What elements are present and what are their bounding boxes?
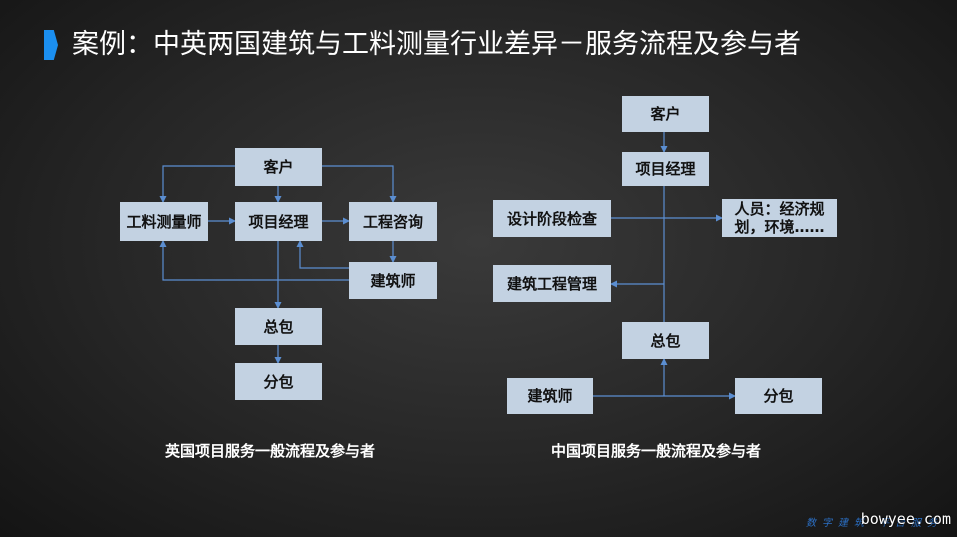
uk-architect-box: 建筑师	[349, 262, 437, 299]
footer-slogan: 数字建筑 平台服务	[806, 518, 944, 529]
cn-pm-box: 项目经理	[622, 152, 709, 186]
uk-line-architect-pm	[296, 240, 349, 269]
cn-staff-box: 人员：经济规划，环境……	[722, 199, 837, 237]
watermark: bowyee.com	[860, 510, 951, 528]
cn-sub-contractor-box: 分包	[735, 378, 822, 414]
cn-main-contractor-box: 总包	[622, 322, 709, 359]
uk-sub-contractor-box: 分包	[235, 363, 322, 400]
uk-client-box: 客户	[235, 148, 322, 186]
uk-line-client-qs	[159, 162, 241, 203]
uk-qs-box: 工料测量师	[120, 202, 208, 241]
uk-line-architect-qs	[159, 240, 349, 281]
uk-diagram-caption: 英国项目服务一般流程及参与者	[165, 442, 376, 460]
uk-main-contractor-box: 总包	[235, 308, 322, 345]
cn-client-box: 客户	[622, 96, 709, 132]
cn-architect-box: 建筑师	[507, 378, 593, 414]
uk-pm-box: 项目经理	[235, 202, 322, 241]
cn-construction-mgmt-box: 建筑工程管理	[493, 265, 611, 302]
page-title: 案例：中英两国建筑与工料测量行业差异－服务流程及参与者	[72, 29, 801, 60]
uk-line-client-consult	[316, 162, 397, 203]
title-accent-marker	[44, 30, 58, 60]
cn-diagram-caption: 中国项目服务一般流程及参与者	[551, 442, 762, 460]
cn-design-check-box: 设计阶段检查	[493, 200, 611, 237]
uk-consult-box: 工程咨询	[349, 202, 437, 241]
